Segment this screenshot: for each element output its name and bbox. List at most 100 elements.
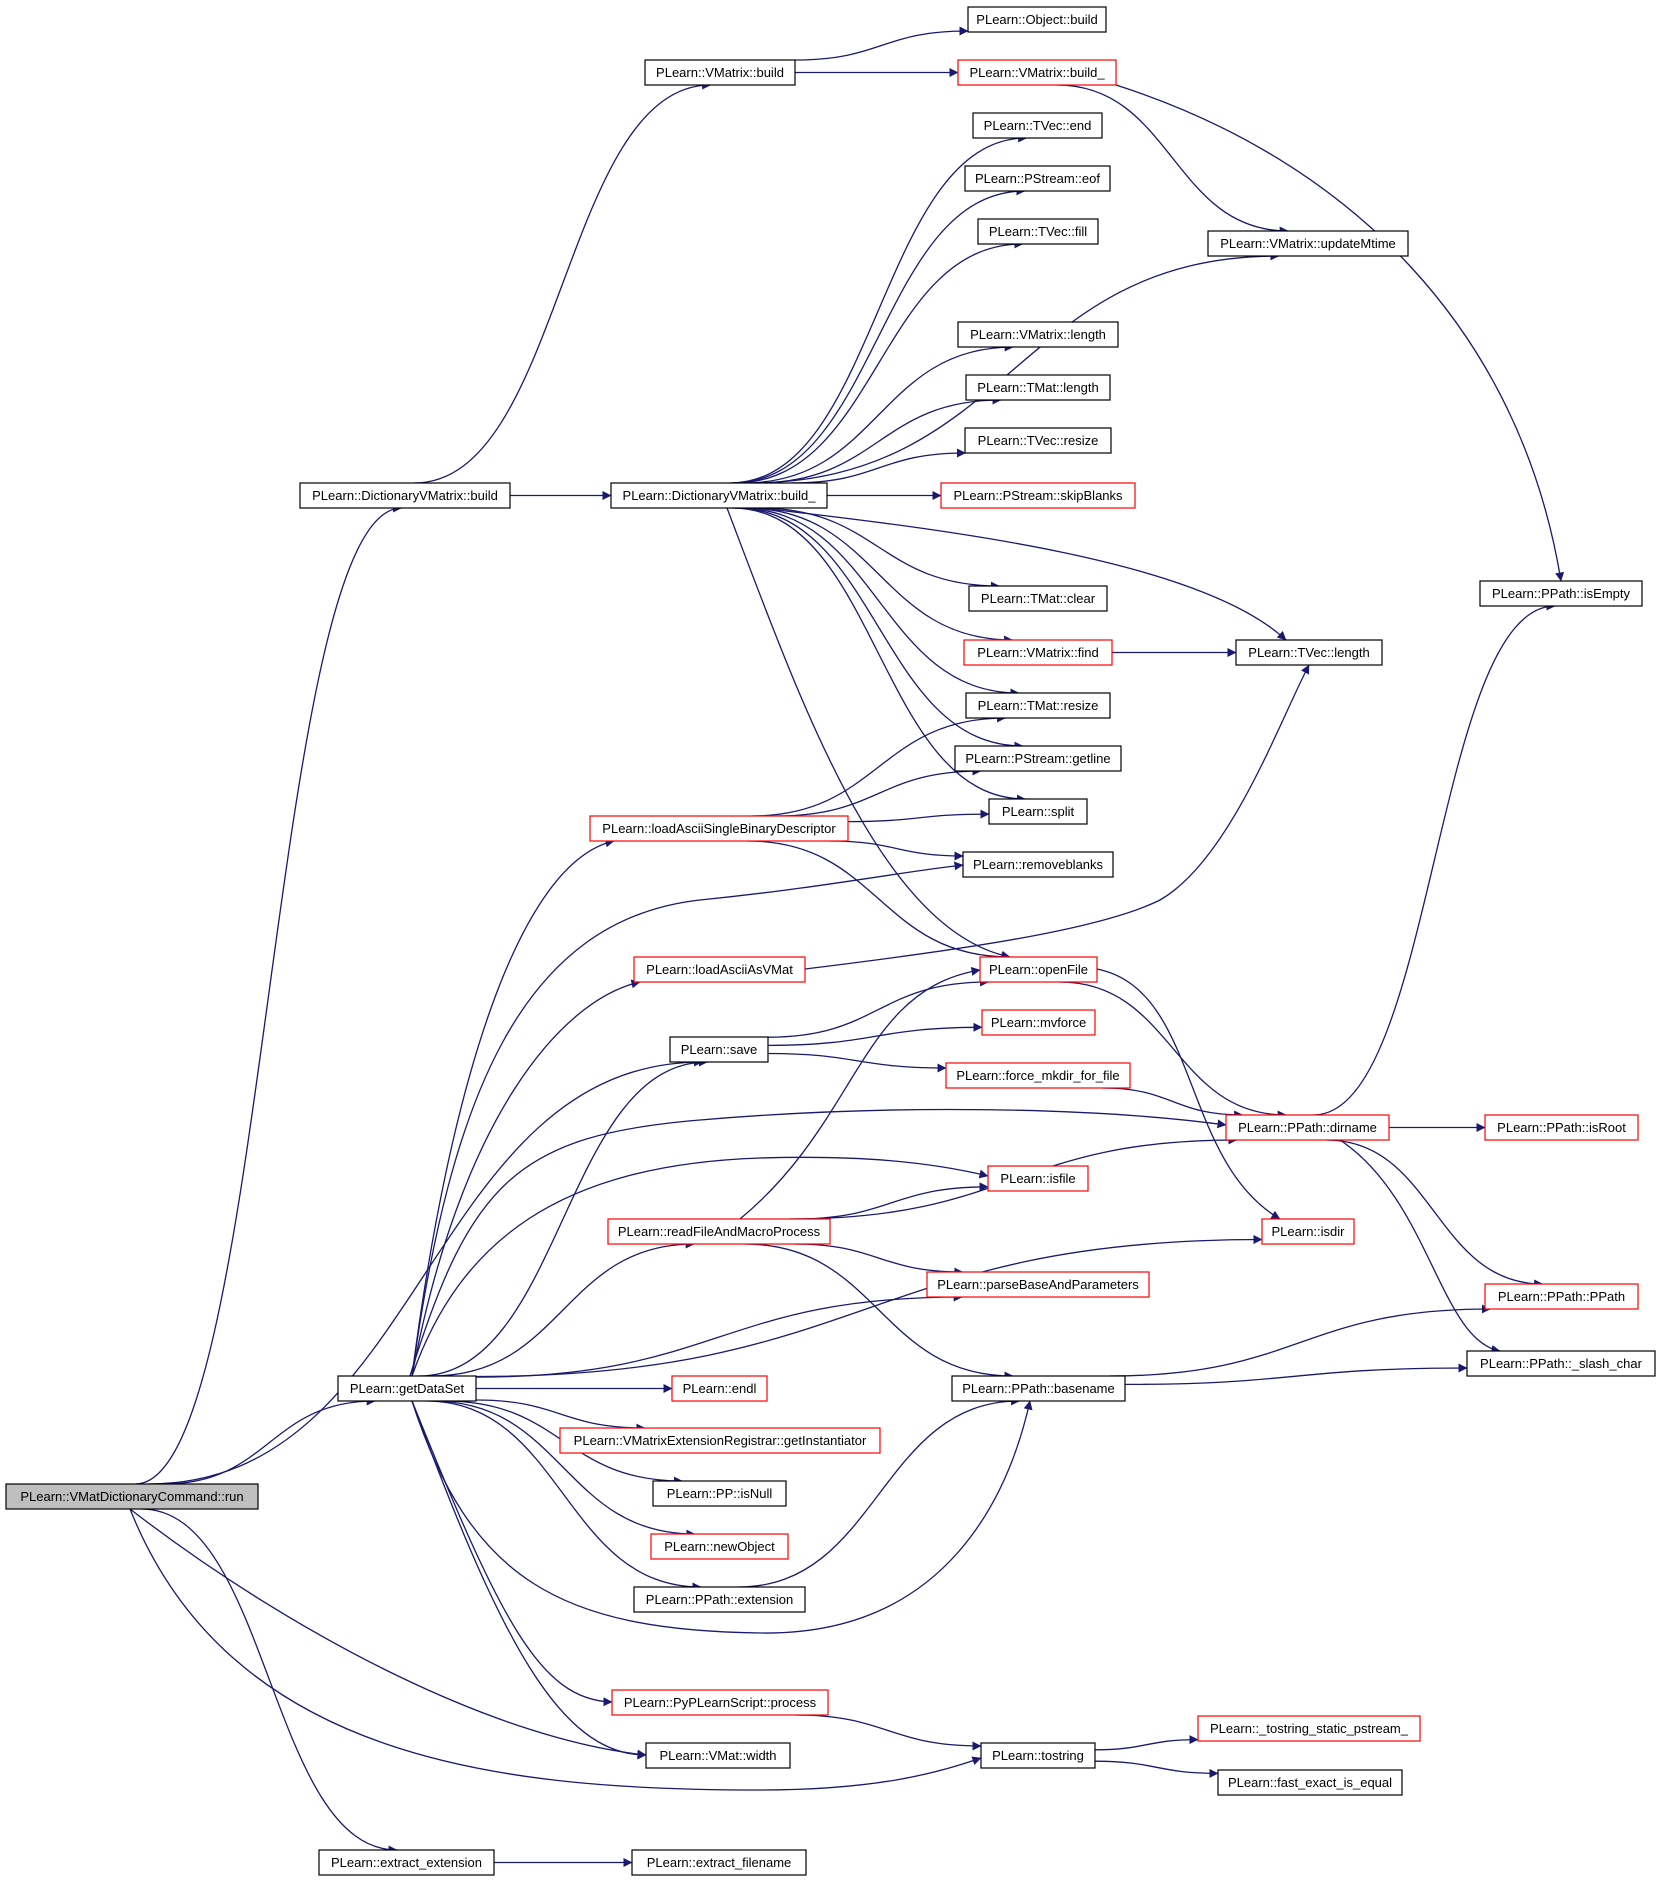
call-edge-getDataSet-to-newObject — [431, 1400, 696, 1539]
node-mvforce[interactable]: PLearn::mvforce — [981, 1009, 1096, 1036]
node-loadAsciiAsVMat[interactable]: PLearn::loadAsciiAsVMat — [633, 956, 806, 983]
node-pyprocess[interactable]: PLearn::PyPLearnScript::process — [611, 1689, 829, 1716]
node-label: PLearn::TMat::length — [977, 380, 1098, 395]
call-edge-getDataSet-to-getInstantiator — [475, 1399, 646, 1433]
node-label: PLearn::VMatrix::find — [977, 645, 1098, 660]
node-slash_char[interactable]: PLearn::PPath::_slash_char — [1466, 1350, 1656, 1377]
node-label: PLearn::split — [1002, 804, 1075, 819]
node-removeblanks[interactable]: PLearn::removeblanks — [962, 851, 1114, 878]
node-dvm_build[interactable]: PLearn::DictionaryVMatrix::build — [299, 482, 511, 509]
call-edge-dvm_build_-to-openFile — [726, 507, 1011, 960]
node-dirname[interactable]: PLearn::PPath::dirname — [1225, 1114, 1390, 1141]
node-pp_extension[interactable]: PLearn::PPath::extension — [633, 1586, 806, 1613]
node-label: PLearn::VMatDictionaryCommand::run — [20, 1489, 243, 1504]
node-box — [631, 1849, 807, 1876]
node-width[interactable]: PLearn::VMat::width — [645, 1742, 791, 1769]
node-tostring_static[interactable]: PLearn::_tostring_static_pstream_ — [1197, 1715, 1421, 1742]
node-label: PLearn::PPath::dirname — [1238, 1120, 1377, 1135]
node-basename[interactable]: PLearn::PPath::basename — [951, 1375, 1126, 1402]
call-edge-tostring-to-fast_exact — [1094, 1760, 1219, 1778]
node-label: PLearn::TMat::clear — [981, 591, 1096, 606]
node-label: PLearn::VMatrix::length — [970, 327, 1106, 342]
node-label: PLearn::isfile — [1000, 1171, 1075, 1186]
node-box — [1484, 1283, 1639, 1310]
node-label: PLearn::force_mkdir_for_file — [956, 1068, 1119, 1083]
call-edge-dvm_build_-to-tmat_clear — [757, 507, 1000, 591]
node-box — [954, 745, 1122, 772]
call-edge-getDataSet-to-isfile — [411, 1156, 989, 1377]
node-vm_find[interactable]: PLearn::VMatrix::find — [963, 639, 1113, 666]
node-tmat_resize[interactable]: PLearn::TMat::resize — [965, 692, 1111, 719]
call-edge-loadAsciiSingle-to-split — [847, 809, 990, 823]
node-box — [1479, 580, 1643, 607]
call-edge-force_mkdir-to-dirname — [1102, 1087, 1244, 1120]
call-edge-dvm_build_-to-fill — [734, 239, 1024, 484]
call-edge-dvm_build_-to-tvec_resize — [791, 448, 966, 484]
node-vm_length[interactable]: PLearn::VMatrix::length — [957, 321, 1119, 348]
node-updateMtime[interactable]: PLearn::VMatrix::updateMtime — [1207, 230, 1409, 257]
node-force_mkdir[interactable]: PLearn::force_mkdir_for_file — [945, 1062, 1131, 1089]
node-isfile[interactable]: PLearn::isfile — [987, 1165, 1089, 1192]
node-label: PLearn::isdir — [1272, 1224, 1346, 1239]
node-getline[interactable]: PLearn::PStream::getline — [954, 745, 1122, 772]
node-label: PLearn::openFile — [989, 962, 1088, 977]
node-label: PLearn::fast_exact_is_equal — [1228, 1775, 1392, 1790]
call-edge-dirname-to-ppath — [1326, 1139, 1544, 1289]
node-label: PLearn::mvforce — [991, 1015, 1086, 1030]
node-vm_build_[interactable]: PLearn::VMatrix::build_ — [957, 59, 1117, 86]
node-split[interactable]: PLearn::split — [988, 798, 1088, 825]
node-fast_exact[interactable]: PLearn::fast_exact_is_equal — [1217, 1769, 1403, 1796]
node-label: PLearn::getDataSet — [350, 1381, 465, 1396]
node-tmat_clear[interactable]: PLearn::TMat::clear — [968, 585, 1108, 612]
node-dvm_build_[interactable]: PLearn::DictionaryVMatrix::build_ — [610, 482, 828, 509]
call-edge-run-to-save — [148, 1057, 704, 1485]
node-save[interactable]: PLearn::save — [669, 1036, 769, 1063]
node-getInstantiator[interactable]: PLearn::VMatrixExtensionRegistrar::getIn… — [559, 1427, 881, 1454]
node-isEmpty[interactable]: PLearn::PPath::isEmpty — [1479, 580, 1643, 607]
node-box — [1225, 1114, 1390, 1141]
call-edge-run-to-dvm_build — [135, 503, 403, 1485]
node-ppath[interactable]: PLearn::PPath::PPath — [1484, 1283, 1639, 1310]
node-label: PLearn::PPath::isEmpty — [1492, 586, 1631, 601]
node-tostring[interactable]: PLearn::tostring — [980, 1742, 1096, 1769]
node-newObject[interactable]: PLearn::newObject — [650, 1533, 789, 1560]
node-fill[interactable]: PLearn::TVec::fill — [977, 218, 1099, 245]
node-isRoot[interactable]: PLearn::PPath::isRoot — [1484, 1114, 1639, 1141]
node-run[interactable]: PLearn::VMatDictionaryCommand::run — [5, 1483, 259, 1510]
node-label: PLearn::loadAsciiAsVMat — [646, 962, 793, 977]
node-box — [299, 482, 511, 509]
node-tvec_resize[interactable]: PLearn::TVec::resize — [964, 427, 1112, 454]
node-box — [979, 956, 1098, 983]
node-eof[interactable]: PLearn::PStream::eof — [964, 165, 1111, 192]
node-isdir[interactable]: PLearn::isdir — [1261, 1218, 1355, 1245]
node-box — [987, 1165, 1089, 1192]
node-box — [644, 59, 796, 86]
node-parseBase[interactable]: PLearn::parseBaseAndParameters — [926, 1271, 1150, 1298]
node-label: PLearn::loadAsciiSingleBinaryDescriptor — [602, 821, 836, 836]
node-box — [972, 112, 1103, 139]
node-tmat_length[interactable]: PLearn::TMat::length — [965, 374, 1111, 401]
node-openFile[interactable]: PLearn::openFile — [979, 956, 1098, 983]
node-isNull[interactable]: PLearn::PP::isNull — [652, 1480, 787, 1507]
call-edge-getDataSet-to-parseBase — [475, 1292, 963, 1378]
node-box — [963, 639, 1113, 666]
node-getDataSet[interactable]: PLearn::getDataSet — [337, 1375, 477, 1402]
call-edge-getDataSet-to-removeblanks — [411, 861, 964, 1377]
node-skipBlanks[interactable]: PLearn::PStream::skipBlanks — [940, 482, 1136, 509]
node-extract_extension[interactable]: PLearn::extract_extension — [318, 1849, 495, 1876]
node-obj_build[interactable]: PLearn::Object::build — [967, 6, 1107, 33]
node-loadAsciiSingle[interactable]: PLearn::loadAsciiSingleBinaryDescriptor — [589, 815, 849, 842]
node-readFileAndMacro[interactable]: PLearn::readFileAndMacroProcess — [607, 1218, 831, 1245]
node-extract_filename[interactable]: PLearn::extract_filename — [631, 1849, 807, 1876]
node-tvec_end[interactable]: PLearn::TVec::end — [972, 112, 1103, 139]
call-edges — [129, 26, 1565, 1867]
node-box — [1217, 1769, 1403, 1796]
node-endl[interactable]: PLearn::endl — [671, 1375, 768, 1402]
node-box — [940, 482, 1136, 509]
node-tvec_length[interactable]: PLearn::TVec::length — [1235, 639, 1383, 666]
node-label: PLearn::PPath::PPath — [1498, 1289, 1625, 1304]
node-vm_build[interactable]: PLearn::VMatrix::build — [644, 59, 796, 86]
node-box — [337, 1375, 477, 1402]
call-edge-pyprocess-to-tostring — [794, 1714, 982, 1751]
node-box — [1235, 639, 1383, 666]
